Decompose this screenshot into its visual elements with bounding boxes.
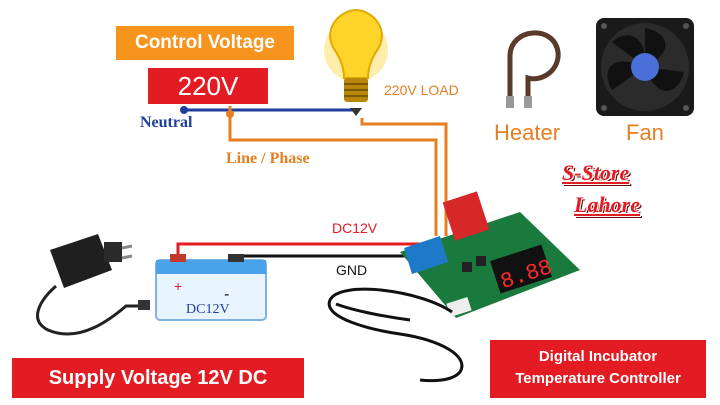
battery-plus-label: +	[174, 278, 183, 294]
controller-title-line1: Digital Incubator	[538, 348, 658, 365]
load-label: 220V LOAD	[384, 82, 459, 98]
gnd-wire-label: GND	[336, 262, 368, 278]
battery-icon	[155, 254, 267, 321]
dc12v-wire-label: DC12V	[332, 220, 378, 236]
supply-voltage-label: Supply Voltage 12V DC	[12, 358, 304, 398]
line-phase-label: Line / Phase	[226, 150, 310, 167]
battery-voltage-label: DC12V	[186, 302, 230, 317]
heater-coil-icon	[506, 30, 561, 108]
store-name-line1: S-Store	[562, 160, 630, 185]
power-adapter-icon	[36, 234, 150, 336]
neutral-node	[180, 106, 188, 114]
controller-title: Digital Incubator Temperature Controller	[490, 340, 706, 398]
heater-label: Heater	[494, 120, 561, 145]
fan-label: Fan	[626, 120, 664, 145]
battery-minus-label: -	[224, 286, 230, 303]
light-bulb-icon	[324, 8, 388, 116]
temperature-probe-icon	[327, 287, 464, 383]
store-name-line2: Lahore	[574, 192, 640, 217]
phase-node	[226, 110, 234, 118]
voltage-220-label: 220V	[148, 68, 268, 104]
controller-board-icon: 8.88	[400, 191, 580, 318]
load-wire	[360, 118, 448, 236]
phase-wire	[228, 106, 438, 236]
control-voltage-label: Control Voltage	[116, 26, 294, 60]
controller-title-line2: Temperature Controller	[515, 370, 681, 387]
neutral-label: Neutral	[140, 114, 193, 131]
cooling-fan-icon	[596, 18, 694, 116]
